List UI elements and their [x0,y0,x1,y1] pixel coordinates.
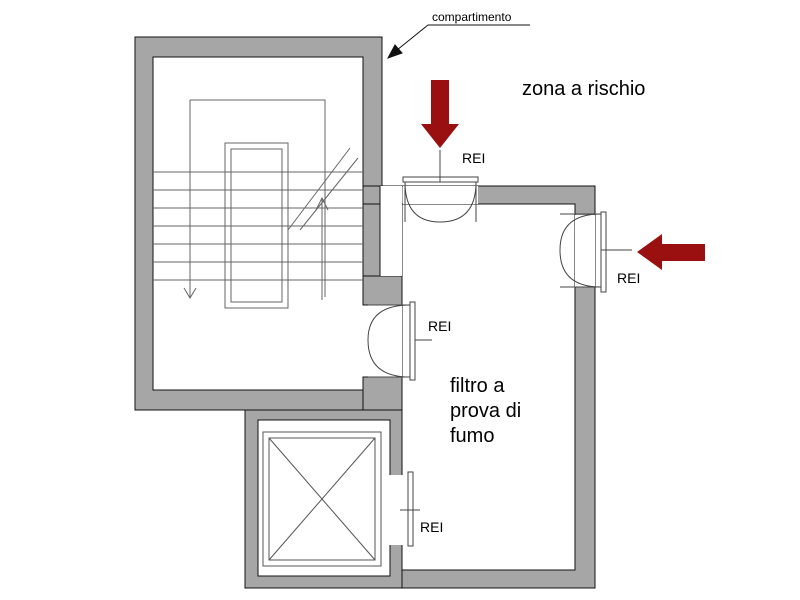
rei-label-right: REI [617,270,640,286]
stair-side-wall-top [362,185,381,205]
stair-inner-wall [362,203,381,277]
stair-door-jamb-bottom [362,376,403,411]
rei-label-lift: REI [420,519,443,535]
stair-treads [153,171,363,281]
elevator-cross-icon [262,431,382,567]
stair-down-arrow [183,285,197,299]
right-double-door [559,211,632,293]
compartimento-label: compartimento [432,10,512,24]
zona-a-rischio-label: zona a rischio [522,78,645,100]
filtro-label-line2: prova di [450,400,521,422]
right-door-opening [575,215,595,287]
lift-door-opening [389,475,403,545]
stair-enclosure-wall [134,36,383,411]
rei-label-stair: REI [428,318,451,334]
filtro-label-line3: fumo [450,425,494,447]
stair-up-arrow [315,196,329,300]
stair-double-door [367,301,432,381]
stair-door-jamb-top [362,275,403,306]
rei-label-top: REI [462,150,485,166]
staircase [153,99,363,309]
compartimento-leader [386,24,530,59]
top-double-door [402,150,479,223]
stair-door-opening [362,305,402,377]
lift-door [400,471,420,547]
top-door-opening [403,186,478,204]
arrow-left-icon [637,234,705,270]
lift-shaft-wall [244,409,403,589]
arrow-down-icon [421,80,459,148]
filtro-label-line1: filtro a [450,375,505,397]
